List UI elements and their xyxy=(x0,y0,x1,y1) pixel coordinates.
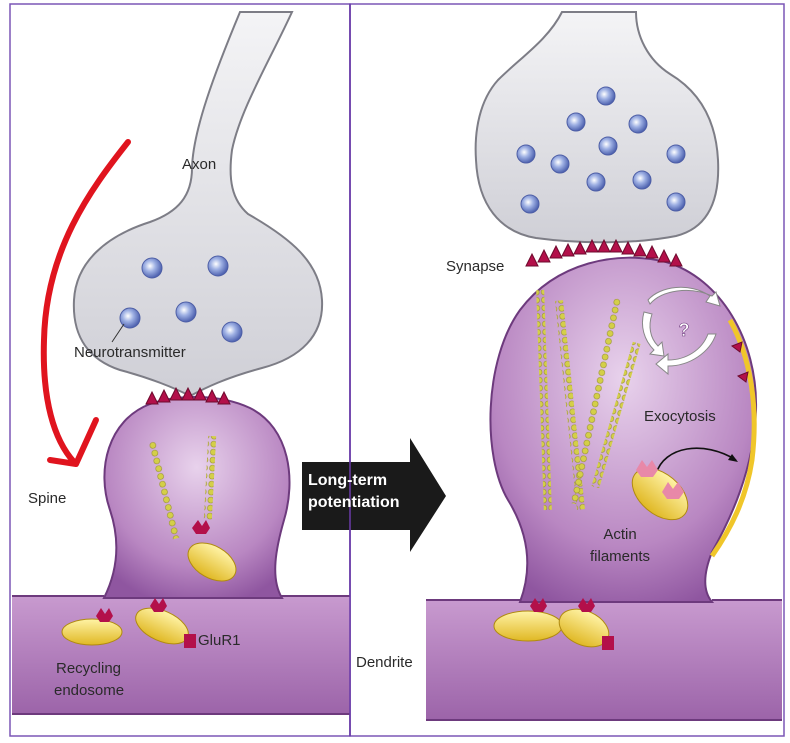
ltp-label-line1: Long-term xyxy=(308,470,418,492)
synapse-label: Synapse xyxy=(446,258,504,276)
recycling-endosome-label-2: endosome xyxy=(54,682,124,700)
spine-label: Spine xyxy=(28,490,66,508)
axon-left xyxy=(74,12,322,396)
ltp-label-line2: potentiation xyxy=(308,492,418,514)
question-mark: ? xyxy=(679,320,690,340)
actin-label-1: Actin xyxy=(580,526,660,544)
dendrite-label: Dendrite xyxy=(356,654,413,672)
ltp-label: Long-term potentiation xyxy=(308,470,418,514)
actin-label-2: filaments xyxy=(572,548,668,566)
dendrite-right xyxy=(426,600,782,720)
neurotransmitter-label: Neurotransmitter xyxy=(74,344,186,362)
glur1-label: GluR1 xyxy=(198,632,241,650)
axon-label: Axon xyxy=(182,156,216,174)
recycling-endosome-label-1: Recycling xyxy=(56,660,121,678)
exocytosis-label: Exocytosis xyxy=(644,408,716,426)
